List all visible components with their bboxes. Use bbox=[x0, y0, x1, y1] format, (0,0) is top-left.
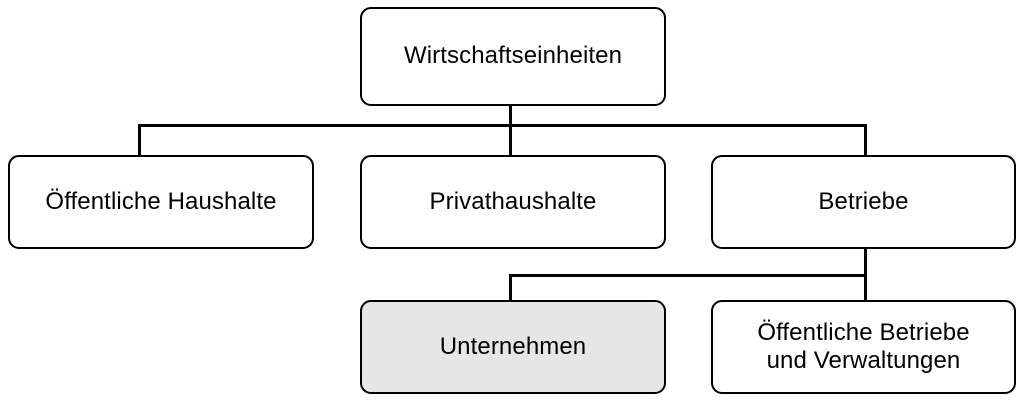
connector-to-betriebe bbox=[864, 124, 867, 157]
node-betriebe[interactable]: Betriebe bbox=[711, 155, 1016, 249]
connector-to-unternehmen bbox=[509, 274, 512, 302]
connector-to-oeffentliche-haushalte bbox=[138, 124, 141, 157]
node-oeffentliche-haushalte[interactable]: Öffentliche Haushalte bbox=[8, 155, 314, 249]
node-privathaushalte[interactable]: Privathaushalte bbox=[360, 155, 666, 249]
node-label-privathaushalte: Privathaushalte bbox=[429, 187, 597, 215]
node-label-oeffentliche-haushalte: Öffentliche Haushalte bbox=[45, 187, 277, 215]
connector-level2-bus bbox=[138, 124, 867, 127]
node-label-betriebe: Betriebe bbox=[818, 187, 909, 215]
connector-level3-bus bbox=[509, 274, 867, 277]
connector-root-stem bbox=[509, 105, 512, 127]
node-wirtschaftseinheiten[interactable]: Wirtschaftseinheiten bbox=[360, 7, 666, 106]
node-oeffentliche-betriebe-und-verwaltungen[interactable]: Öffentliche Betriebe und Verwaltungen bbox=[711, 300, 1016, 394]
node-label-unternehmen: Unternehmen bbox=[439, 332, 587, 360]
node-unternehmen[interactable]: Unternehmen bbox=[360, 300, 666, 394]
node-label-wirtschaftseinheiten: Wirtschaftseinheiten bbox=[403, 42, 623, 70]
node-label-oeffentliche-betriebe-und-verwaltungen: Öffentliche Betriebe und Verwaltungen bbox=[757, 318, 970, 374]
connector-to-privathaushalte bbox=[509, 124, 512, 157]
